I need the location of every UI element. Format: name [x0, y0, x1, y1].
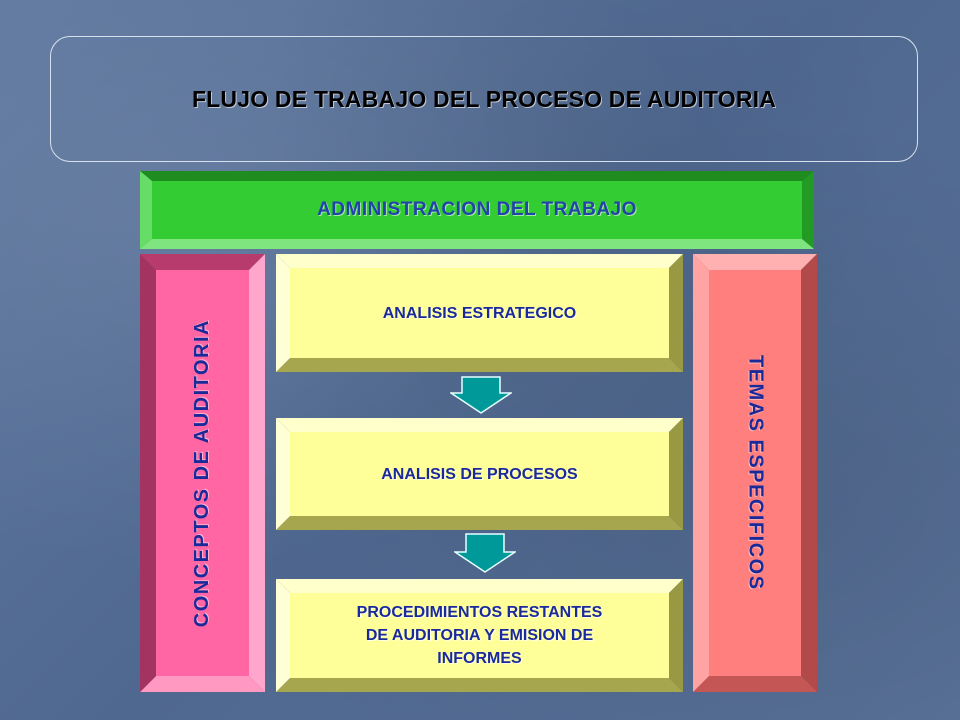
step-label: PROCEDIMIENTOS RESTANTES DE AUDITORIA Y … [357, 601, 603, 670]
step-analisis-estrategico: ANALISIS ESTRATEGICO [276, 254, 683, 372]
step-label: ANALISIS DE PROCESOS [381, 465, 578, 483]
step-bevel [276, 254, 683, 372]
right-column-bevel [693, 254, 817, 692]
header-bar-bevel [140, 171, 814, 249]
step-label-line: PROCEDIMIENTOS RESTANTES [356, 604, 603, 621]
down-arrow-icon [450, 376, 512, 414]
step-label: ANALISIS ESTRATEGICO [382, 304, 577, 322]
left-column-label: CONCEPTOS DE AUDITORIA [191, 318, 213, 628]
header-bar-label: ADMINISTRACION DEL TRABAJO [317, 199, 637, 220]
step-face: ANALISIS ESTRATEGICO [290, 268, 669, 358]
diagram-title: FLUJO DE TRABAJO DEL PROCESO DE AUDITORI… [191, 85, 777, 112]
step-face: ANALISIS DE PROCESOS [290, 432, 669, 516]
title-box: FLUJO DE TRABAJO DEL PROCESO DE AUDITORI… [50, 36, 918, 162]
down-arrow-icon [454, 533, 516, 573]
step-analisis-de-procesos: ANALISIS DE PROCESOS [276, 418, 683, 530]
left-column-bevel [140, 254, 265, 692]
right-column-label: TEMAS ESPECIFICOS [744, 355, 767, 591]
right-column: TEMAS ESPECIFICOS [693, 254, 817, 692]
header-bar: ADMINISTRACION DEL TRABAJO [140, 171, 814, 249]
step-label-line: DE AUDITORIA Y EMISION DE [365, 627, 594, 644]
step-face: PROCEDIMIENTOS RESTANTES DE AUDITORIA Y … [290, 593, 669, 678]
right-column-face: TEMAS ESPECIFICOS [709, 270, 801, 676]
step-label-line: INFORMES [437, 650, 522, 667]
left-column: CONCEPTOS DE AUDITORIA [140, 254, 265, 692]
header-bar-face: ADMINISTRACION DEL TRABAJO [152, 181, 802, 239]
step-bevel [276, 579, 683, 692]
left-column-face: CONCEPTOS DE AUDITORIA [156, 270, 249, 676]
step-bevel [276, 418, 683, 530]
step-procedimientos-restantes: PROCEDIMIENTOS RESTANTES DE AUDITORIA Y … [276, 579, 683, 692]
